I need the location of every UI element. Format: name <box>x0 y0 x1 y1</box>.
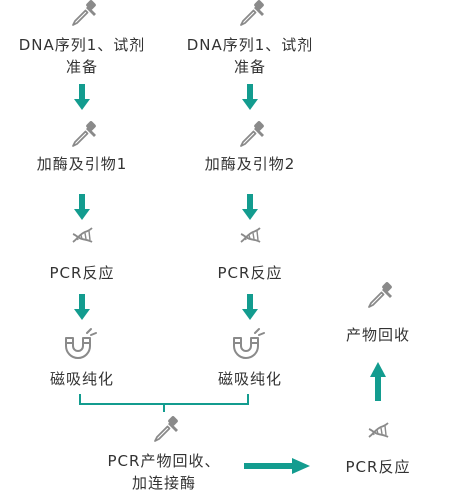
dropper-icon <box>368 280 394 308</box>
dna-icon <box>240 227 261 243</box>
final-pcr-label: PCR反应 <box>345 458 411 476</box>
magnet-icon <box>65 328 97 359</box>
right-step1-label: DNA序列1、试剂 准备 <box>170 34 330 78</box>
right-step3-label: PCR反应 <box>217 264 283 282</box>
arrow-down <box>242 84 258 110</box>
left-step1-line2: 准备 <box>65 58 98 76</box>
right-step2-label: 加酶及引物2 <box>204 155 296 173</box>
right-step1-line1: DNA序列1、试剂 <box>186 36 314 54</box>
dropper-icon <box>240 0 266 26</box>
merge-label: PCR产物回收、 加连接酶 <box>84 450 244 494</box>
dropper-icon <box>240 119 266 147</box>
dropper-icon <box>72 119 98 147</box>
left-step3-label: PCR反应 <box>49 264 115 282</box>
left-step1-label: DNA序列1、试剂 准备 <box>2 34 162 78</box>
merge-line1: PCR产物回收、 <box>107 452 221 470</box>
arrow-down <box>74 294 90 320</box>
arrow-down <box>74 84 90 110</box>
right-step4-label: 磁吸纯化 <box>217 370 282 388</box>
left-step2-label: 加酶及引物1 <box>36 155 128 173</box>
left-step4-label: 磁吸纯化 <box>49 370 114 388</box>
left-step1-line1: DNA序列1、试剂 <box>18 36 146 54</box>
magnet-icon <box>233 328 265 359</box>
dna-icon <box>368 422 389 438</box>
arrow-down <box>242 294 258 320</box>
merge-line2: 加连接酶 <box>131 474 196 492</box>
dropper-icon <box>154 414 180 442</box>
dna-icon <box>72 227 93 243</box>
arrow-down <box>242 194 258 220</box>
arrow-down <box>74 194 90 220</box>
dropper-icon <box>72 0 98 26</box>
final-recover-label: 产物回收 <box>345 326 410 344</box>
right-step1-line2: 准备 <box>233 58 266 76</box>
